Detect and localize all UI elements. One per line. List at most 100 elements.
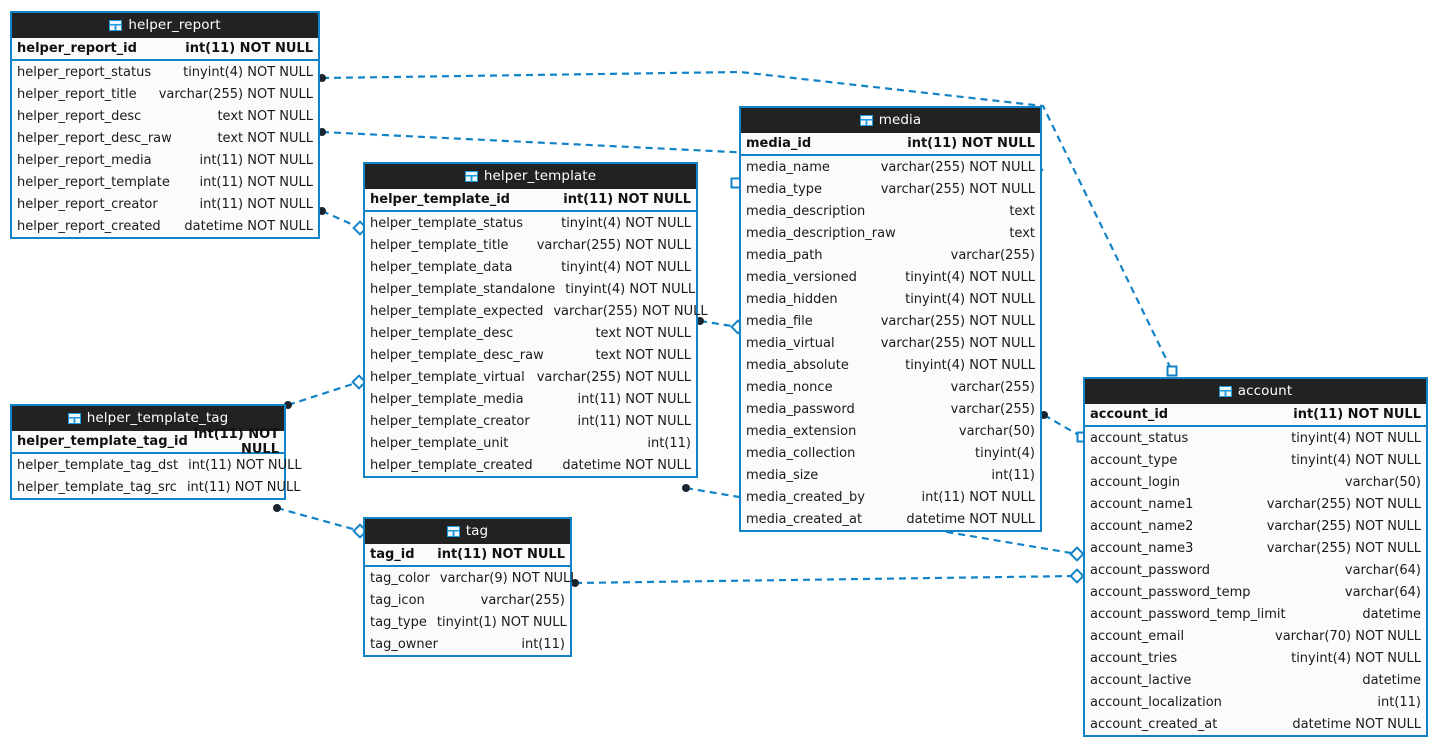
field-type: text NOT NULL <box>595 325 691 341</box>
field-name: helper_report_template <box>17 174 170 190</box>
field-type: tinyint(4) <box>974 445 1035 461</box>
field-type: int(11) <box>647 435 691 451</box>
field-name: account_name2 <box>1090 518 1194 534</box>
field-name: account_status <box>1090 430 1189 446</box>
field-type: int(11) NOT NULL <box>563 192 691 207</box>
endpoint-dot <box>682 484 690 492</box>
entity-header-helper_template[interactable]: helper_template <box>365 164 696 189</box>
field-type: text NOT NULL <box>595 347 691 363</box>
entity-title: helper_report <box>128 16 221 33</box>
field-name: helper_template_media <box>370 391 524 407</box>
relation-rel-template-media <box>696 317 746 335</box>
field-type: int(11) NOT NULL <box>193 426 279 457</box>
entity-header-account[interactable]: account <box>1085 379 1426 404</box>
entity-header-media[interactable]: media <box>741 108 1040 133</box>
field-name: account_password <box>1090 562 1211 578</box>
field-type: int(11) NOT NULL <box>1293 407 1421 422</box>
entity-header-helper_template_tag[interactable]: helper_template_tag <box>12 406 284 431</box>
field-type: tinyint(4) NOT NULL <box>183 64 313 80</box>
field-name: media_extension <box>746 423 857 439</box>
field-name: media_description_raw <box>746 225 896 241</box>
field-type: varchar(255) <box>950 379 1035 395</box>
entity-header-tag[interactable]: tag <box>365 519 570 544</box>
field-type: varchar(70) NOT NULL <box>1275 628 1421 644</box>
entity-header-helper_report[interactable]: helper_report <box>12 13 318 38</box>
field-type: varchar(255) NOT NULL <box>536 237 691 253</box>
field-type: int(11) NOT NULL <box>577 413 691 429</box>
field-type: tinyint(4) NOT NULL <box>561 259 691 275</box>
field-type: varchar(50) <box>1344 474 1421 490</box>
